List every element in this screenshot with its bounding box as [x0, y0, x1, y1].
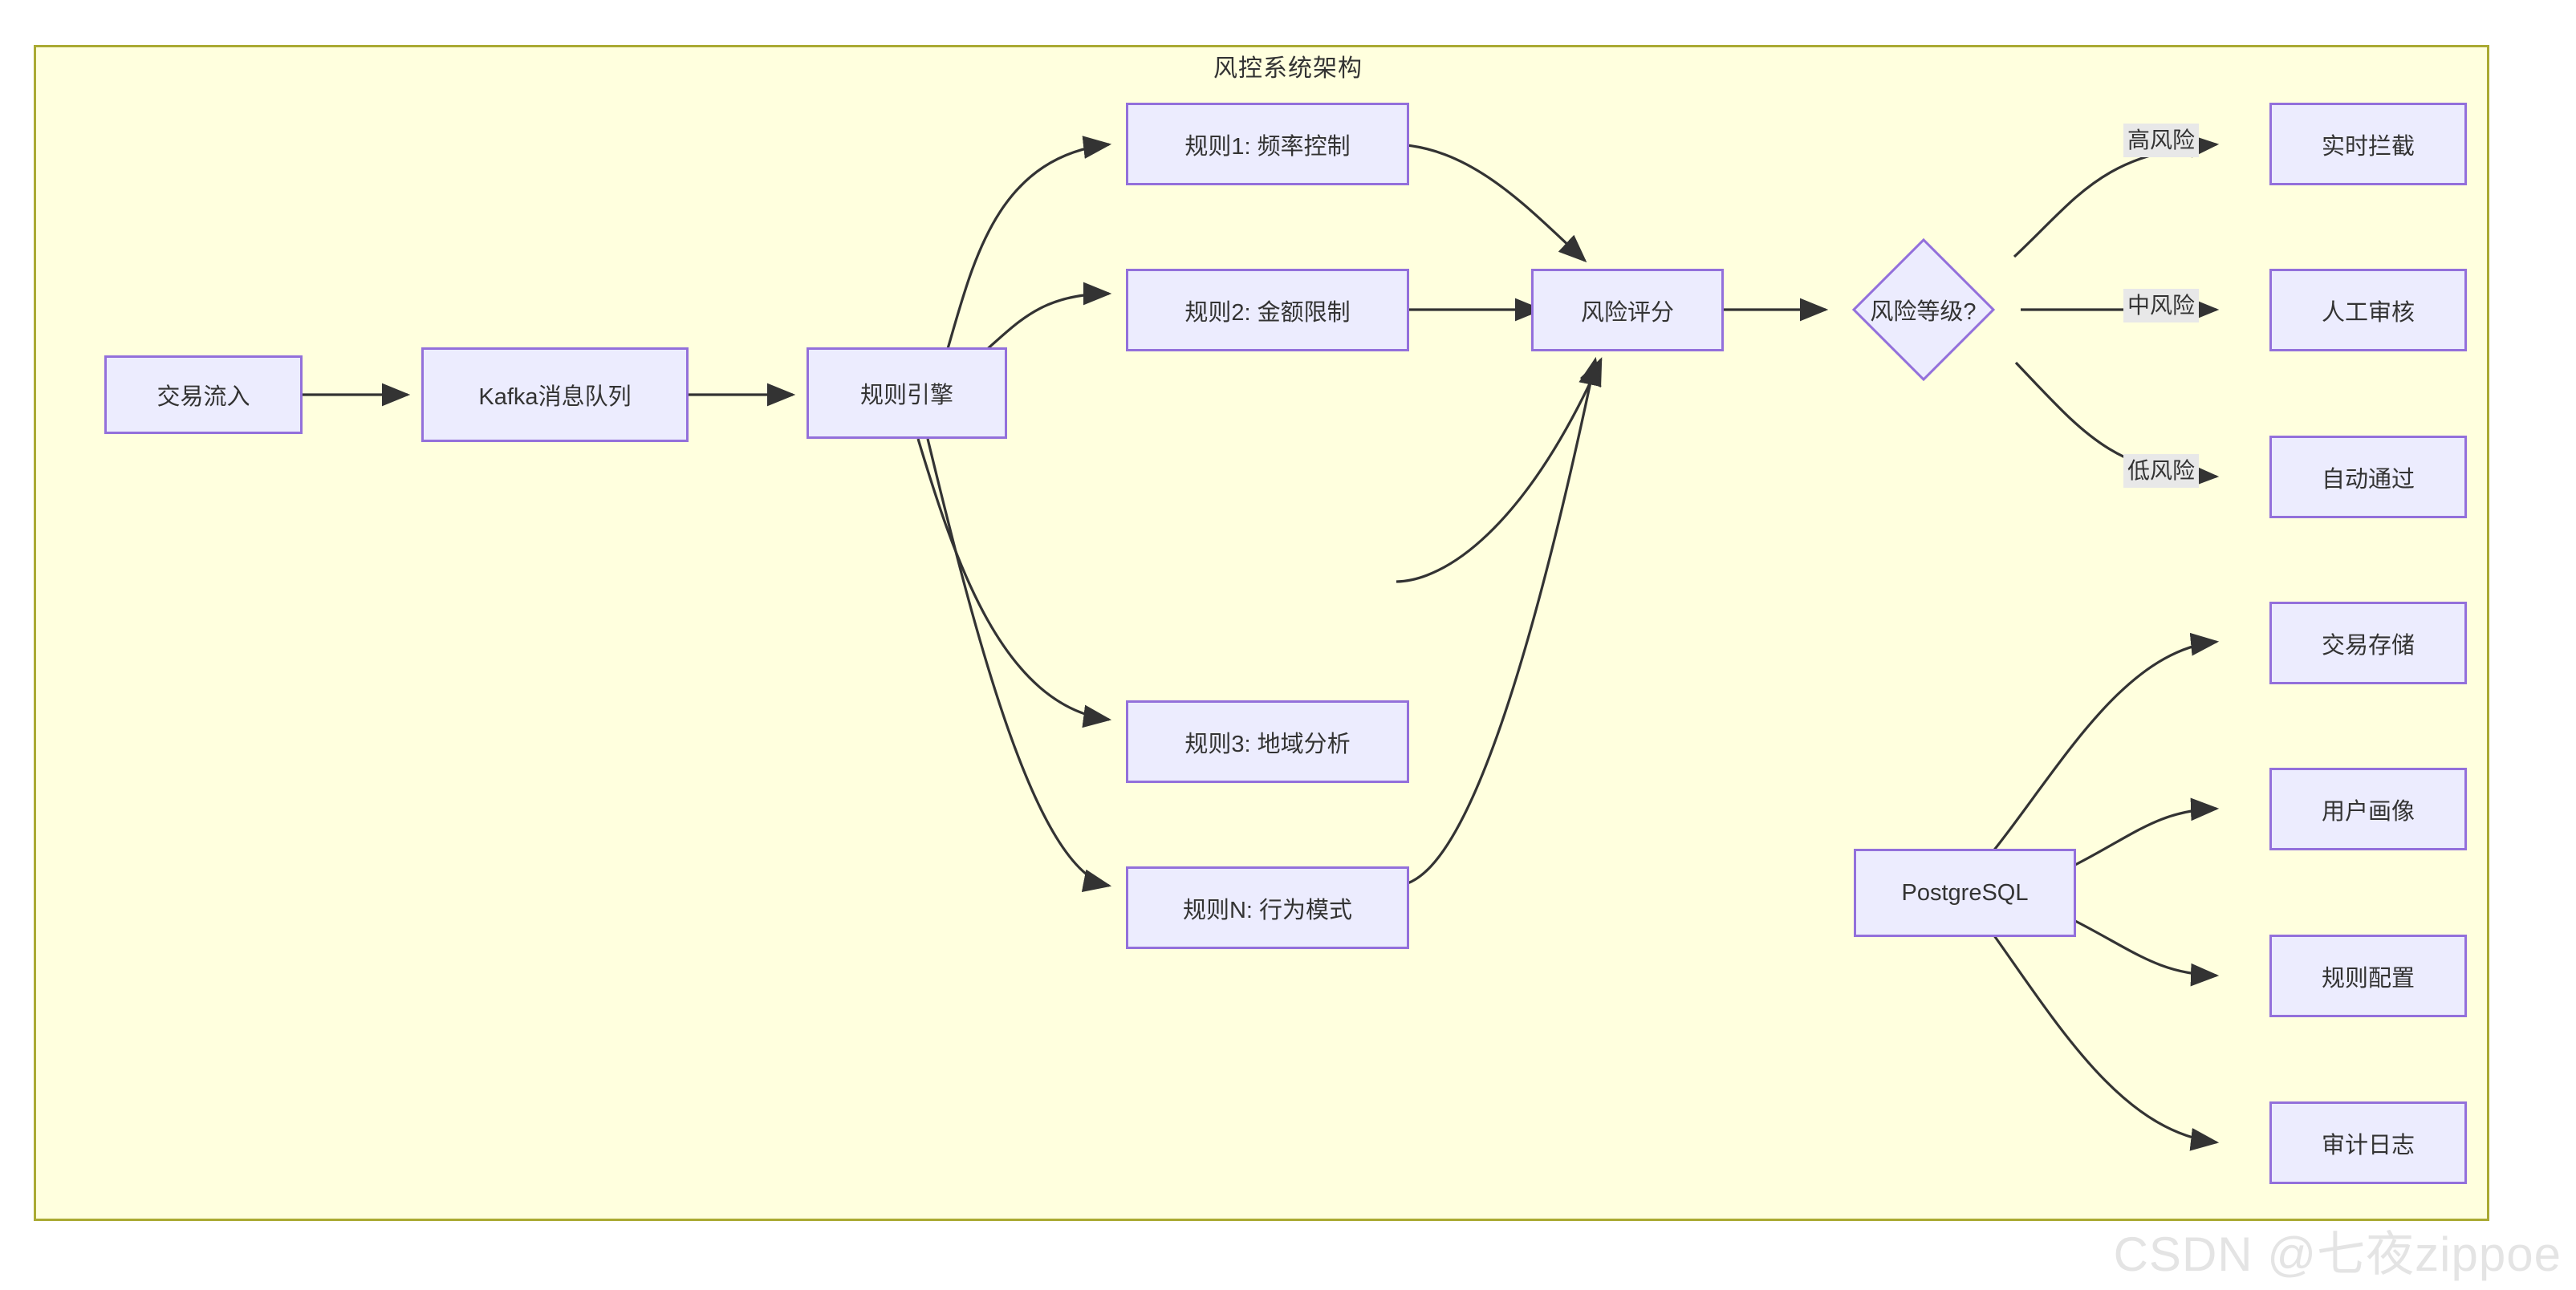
node-rule-engine-label: 规则引擎 — [859, 383, 953, 408]
node-kafka-label: Kafka消息队列 — [478, 384, 632, 410]
subgraph-frame — [34, 45, 2489, 1221]
node-realtime-block-label: 实时拦截 — [2321, 133, 2415, 160]
node-risk-score[interactable]: 风险评分 — [1531, 269, 1724, 351]
node-postgresql-label: PostgreSQL — [1901, 879, 2029, 906]
node-ruleN[interactable]: 规则N: 行为模式 — [1126, 866, 1409, 949]
node-risk-level-label: 风险等级? — [1870, 299, 1977, 325]
node-risk-score-label: 风险评分 — [1580, 299, 1674, 326]
node-rule3[interactable]: 规则3: 地域分析 — [1126, 700, 1409, 783]
node-rule-config[interactable]: 规则配置 — [2269, 935, 2467, 1017]
node-rule3-label: 规则3: 地域分析 — [1184, 731, 1351, 757]
node-manual-review-label: 人工审核 — [2321, 299, 2415, 326]
node-transaction-store[interactable]: 交易存储 — [2269, 602, 2467, 684]
node-ingest[interactable]: 交易流入 — [104, 355, 303, 434]
node-realtime-block[interactable]: 实时拦截 — [2269, 103, 2467, 185]
node-auto-pass-label: 自动通过 — [2321, 466, 2415, 493]
node-auto-pass[interactable]: 自动通过 — [2269, 436, 2467, 518]
node-rule-engine[interactable]: 规则引擎 — [807, 347, 1007, 439]
node-rule2-label: 规则2: 金额限制 — [1184, 299, 1351, 326]
watermark: CSDN @七夜zippoe — [2113, 1227, 2562, 1281]
node-ingest-label: 交易流入 — [156, 384, 250, 410]
edge-label-medium-risk: 中风险 — [2123, 289, 2200, 322]
node-transaction-store-label: 交易存储 — [2321, 632, 2415, 659]
node-rule1[interactable]: 规则1: 频率控制 — [1126, 103, 1409, 185]
node-rule1-label: 规则1: 频率控制 — [1184, 133, 1351, 160]
node-risk-level-decision[interactable]: 风险等级? — [1825, 210, 2021, 409]
node-postgresql[interactable]: PostgreSQL — [1854, 849, 2076, 937]
node-ruleN-label: 规则N: 行为模式 — [1182, 897, 1353, 923]
edge-label-high-risk: 高风险 — [2123, 124, 2200, 157]
node-user-profile[interactable]: 用户画像 — [2269, 768, 2467, 850]
node-kafka[interactable]: Kafka消息队列 — [421, 347, 689, 442]
node-rule-config-label: 规则配置 — [2321, 965, 2415, 992]
node-audit-log[interactable]: 审计日志 — [2269, 1101, 2467, 1184]
node-audit-log-label: 审计日志 — [2321, 1132, 2415, 1158]
edge-label-low-risk: 低风险 — [2123, 454, 2200, 488]
node-user-profile-label: 用户画像 — [2321, 798, 2415, 825]
node-manual-review[interactable]: 人工审核 — [2269, 269, 2467, 351]
node-rule2[interactable]: 规则2: 金额限制 — [1126, 269, 1409, 351]
